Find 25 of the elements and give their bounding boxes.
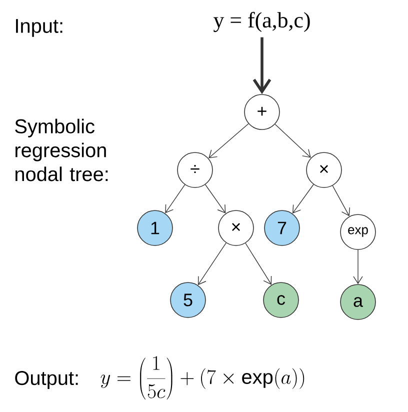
arrow: [245, 242, 272, 285]
variable-node: a: [340, 284, 376, 320]
arrow: [274, 124, 311, 158]
constant-node: 7: [264, 210, 300, 246]
arrow: [292, 184, 314, 214]
output-formula: $y = \left(\frac{1}{5c}\right) + (7 \times \exp(a))$: [100, 356, 304, 400]
constant-node: 5: [170, 282, 206, 318]
input-formula: y = f(a,b,c): [214, 12, 310, 32]
operator-node: exp: [340, 214, 376, 250]
label: Input:: [16, 19, 62, 37]
arrow: [198, 242, 226, 286]
arrow: [353, 250, 363, 284]
arrow: [204, 184, 226, 214]
variable-node: c: [263, 282, 299, 318]
arrow: [208, 123, 249, 158]
operator-node: ×: [218, 210, 254, 246]
arrow: [252, 37, 272, 94]
operator-node: ×: [306, 152, 342, 188]
label: Symbolic regression nodal tree:: [15, 118, 108, 182]
label: Output:: [15, 371, 78, 390]
operator-node: ÷: [177, 152, 213, 188]
constant-node: 1: [137, 210, 173, 246]
arrow: [332, 185, 350, 216]
arrow: [165, 184, 186, 214]
operator-node: +: [244, 94, 280, 130]
